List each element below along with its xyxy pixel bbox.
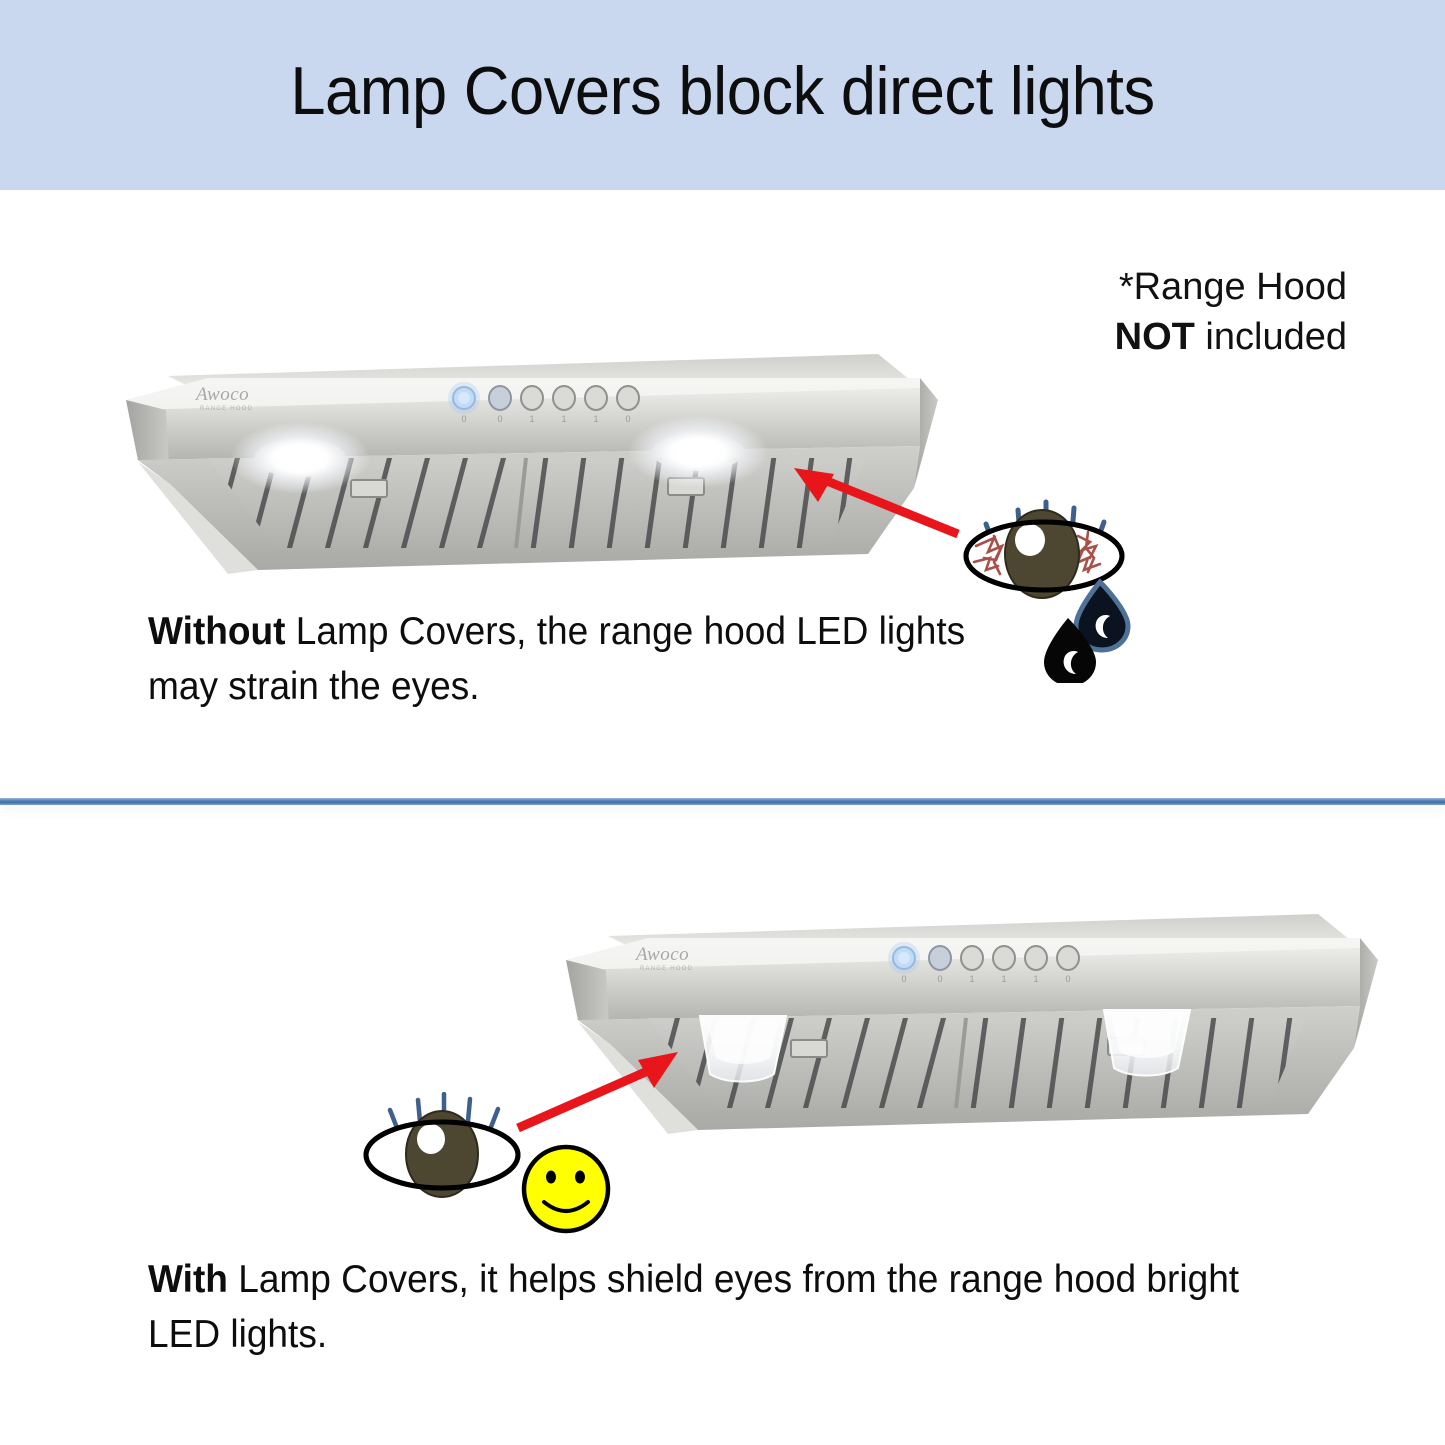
- filter-seam: [514, 457, 528, 549]
- range-hood-not-included-note: *Range Hood NOT included: [1115, 262, 1347, 362]
- hood-right-side-2: [1354, 938, 1378, 1048]
- section-divider: [0, 798, 1445, 805]
- led-bulb-right: [676, 438, 720, 466]
- note-line-1: *Range Hood: [1118, 266, 1347, 308]
- led-bulb-left: [278, 444, 322, 472]
- smiley-mouth: [542, 1200, 590, 1213]
- hood-right-side: [914, 378, 938, 488]
- strained-eye-graphic: [950, 488, 1150, 688]
- range-hood-without-covers: Awoco RANGE HOOD 0 0 1 1 1 0: [108, 338, 938, 578]
- smiley-circle: [521, 1144, 611, 1234]
- smiley-eye-right: [575, 1170, 585, 1184]
- filter-handle-left: [350, 479, 388, 498]
- range-hood-illustration: Awoco RANGE HOOD 0 0 1 1 1 0: [126, 354, 938, 574]
- speed-2-button-2: [992, 945, 1016, 971]
- speed-1-button-2: [960, 945, 984, 971]
- eye-outline-overlay: [963, 519, 1125, 593]
- happy-eye-graphic: [352, 1091, 622, 1242]
- callout-arrow-with: [508, 1046, 688, 1141]
- svg-text:0: 0: [625, 414, 630, 424]
- eye-outline-overlay-2: [363, 1119, 521, 1191]
- speed-3-button-2: [1024, 945, 1048, 971]
- svg-text:RANGE HOOD: RANGE HOOD: [640, 966, 693, 972]
- off-button-2: [1056, 945, 1080, 971]
- note-not-emphasis: NOT: [1114, 316, 1195, 358]
- caption-without-text: Lamp Covers, the range hood LED lights m…: [148, 610, 966, 708]
- caption-without-emphasis: Without: [148, 610, 286, 653]
- svg-text:Awoco: Awoco: [634, 944, 689, 965]
- note-line-2: NOT included: [1115, 312, 1347, 362]
- svg-text:1: 1: [1001, 974, 1006, 984]
- filter-seam-2: [954, 1017, 968, 1109]
- brand-logo: Awoco RANGE HOOD: [194, 384, 253, 412]
- teardrop-upper: [1073, 578, 1131, 653]
- svg-text:1: 1: [1033, 974, 1038, 984]
- svg-text:Awoco: Awoco: [194, 384, 249, 405]
- svg-text:0: 0: [497, 414, 502, 424]
- caption-with-emphasis: With: [148, 1258, 228, 1301]
- control-labels: 0 0 1 1 1 0: [461, 414, 630, 424]
- svg-text:0: 0: [937, 974, 942, 984]
- light-button: [488, 385, 512, 411]
- caption-with-lamp-covers: With Lamp Covers, it helps shield eyes f…: [148, 1252, 1269, 1362]
- svg-text:RANGE HOOD: RANGE HOOD: [200, 406, 253, 412]
- arrow-head: [794, 468, 834, 502]
- speed-2-button: [552, 385, 576, 411]
- filter-handle-left-2: [790, 1039, 828, 1058]
- note-included-text: included: [1194, 316, 1347, 358]
- arrow-head-2: [638, 1052, 678, 1088]
- smiley-face: [521, 1144, 611, 1234]
- control-panel-2[interactable]: 0 0 1 1 1 0: [888, 942, 1080, 984]
- header-banner: Lamp Covers block direct lights: [0, 0, 1445, 190]
- svg-text:1: 1: [593, 414, 598, 424]
- page-title: Lamp Covers block direct lights: [290, 53, 1155, 129]
- speed-3-button: [584, 385, 608, 411]
- svg-text:0: 0: [1065, 974, 1070, 984]
- speed-1-button: [520, 385, 544, 411]
- lamp-cover-left: [698, 1015, 788, 1083]
- eye-highlight: [1015, 524, 1045, 556]
- control-panel[interactable]: 0 0 1 1 1 0: [448, 382, 640, 424]
- svg-text:0: 0: [901, 974, 906, 984]
- svg-text:0: 0: [461, 414, 466, 424]
- lamp-cover-right: [1102, 1009, 1192, 1077]
- arrow-shaft: [820, 474, 960, 539]
- smiley-eye-left: [546, 1170, 556, 1184]
- light-button-2: [928, 945, 952, 971]
- svg-text:1: 1: [969, 974, 974, 984]
- control-labels-2: 0 0 1 1 1 0: [901, 974, 1070, 984]
- teardrop-lower: [1044, 618, 1096, 686]
- svg-text:1: 1: [561, 414, 566, 424]
- range-hood-with-covers: Awoco RANGE HOOD 0 0 1 1 1 0: [548, 898, 1378, 1138]
- caption-without-lamp-covers: Without Lamp Covers, the range hood LED …: [148, 604, 984, 714]
- eye-highlight-2: [417, 1124, 445, 1154]
- range-hood-illustration-2: Awoco RANGE HOOD 0 0 1 1 1 0: [566, 914, 1378, 1134]
- caption-with-text: Lamp Covers, it helps shield eyes from t…: [148, 1258, 1240, 1356]
- off-button: [616, 385, 640, 411]
- arrow-shaft-2: [516, 1065, 652, 1133]
- svg-text:1: 1: [529, 414, 534, 424]
- bloodshot-veins: [972, 530, 1102, 576]
- callout-arrow-without: [786, 462, 966, 547]
- eyelashes-2: [387, 1091, 501, 1131]
- brand-logo-2: Awoco RANGE HOOD: [634, 944, 693, 972]
